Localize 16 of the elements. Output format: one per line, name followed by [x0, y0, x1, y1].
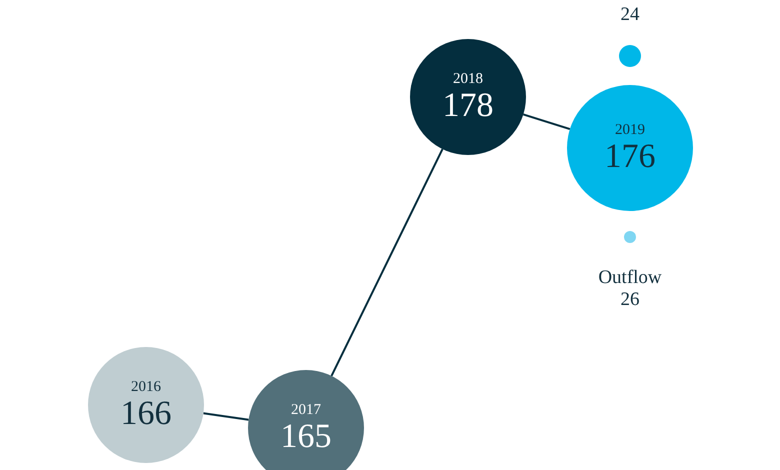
connector-line — [330, 148, 444, 376]
value-label: 165 — [280, 419, 332, 455]
dot — [624, 231, 636, 243]
flow-label: Outflow — [597, 267, 663, 289]
flow-label: 26 — [620, 289, 640, 311]
value-label: 178 — [442, 88, 494, 124]
connector-line — [523, 113, 570, 130]
year-label: 2017 — [291, 401, 321, 419]
value-label: 166 — [120, 396, 172, 432]
year-label: 2019 — [615, 121, 645, 139]
year-label: 2016 — [131, 378, 161, 396]
dot — [619, 45, 641, 67]
value-label: 176 — [604, 139, 656, 175]
connector-line — [203, 412, 249, 421]
year-label: 2018 — [453, 70, 483, 88]
flow-label: 24 — [620, 4, 640, 26]
